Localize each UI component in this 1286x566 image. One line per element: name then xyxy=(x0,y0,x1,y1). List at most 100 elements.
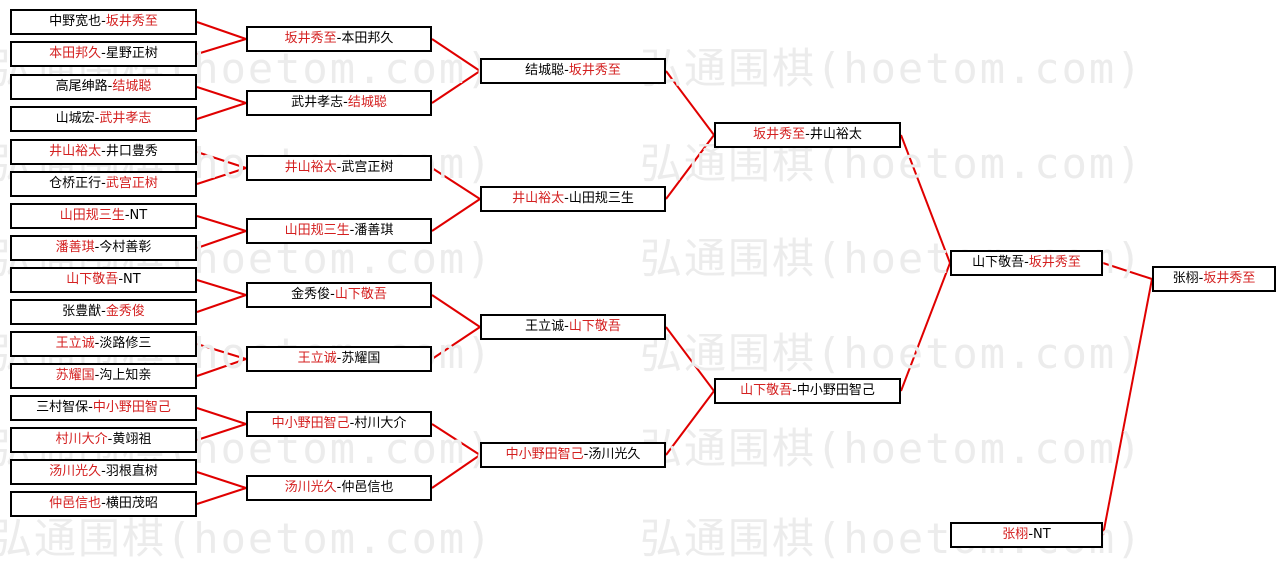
match-box: 山下敬吾-中小野田智己 xyxy=(714,378,901,404)
player-right: 武井孝志 xyxy=(99,111,152,126)
player-left: 王立诚 xyxy=(297,351,337,366)
player-left: 山田规三生 xyxy=(284,223,350,238)
player-right: 星野正树 xyxy=(105,46,158,61)
player-left: 张豊猷 xyxy=(62,304,102,319)
player-left: 山城宏 xyxy=(55,111,95,126)
player-right: 黄翊祖 xyxy=(112,432,152,447)
player-left: 仲邑信也 xyxy=(49,496,102,511)
bracket-connector xyxy=(665,326,715,392)
player-right: 武宫正树 xyxy=(105,176,158,191)
match-box: 坂井秀至-本田邦久 xyxy=(246,26,432,52)
match-box: 仓桥正行-武宫正树 xyxy=(10,171,197,197)
bracket-connector xyxy=(196,21,247,40)
player-right: 淡路修三 xyxy=(99,336,152,351)
player-right: 山田规三生 xyxy=(568,191,634,206)
bracket-connector xyxy=(196,151,247,169)
match-box: 井山裕太-山田规三生 xyxy=(480,186,666,212)
match-box: 张豊猷-金秀俊 xyxy=(10,299,197,325)
player-left: 井山裕太 xyxy=(49,144,102,159)
player-right: 今村善彰 xyxy=(99,240,152,255)
bracket-connector xyxy=(431,70,481,104)
player-right: 坂井秀至 xyxy=(105,14,158,29)
bracket-connector xyxy=(196,215,247,232)
player-left: 山田规三生 xyxy=(59,208,125,223)
player-left: 三村智保 xyxy=(36,400,89,415)
match-box: 高尾绅路-结城聪 xyxy=(10,74,197,100)
bracket-connector xyxy=(196,487,247,505)
player-right: 井山裕太 xyxy=(809,127,862,142)
player-left: 苏耀国 xyxy=(55,368,95,383)
bracket-connector xyxy=(1102,262,1153,280)
player-right: 苏耀国 xyxy=(341,351,381,366)
player-right: 本田邦久 xyxy=(341,31,394,46)
player-left: 中小野田智己 xyxy=(271,416,350,431)
bracket-connector xyxy=(196,279,247,296)
match-box: 王立诚-淡路修三 xyxy=(10,331,197,357)
player-left: 王立诚 xyxy=(525,319,565,334)
player-right: 结城聪 xyxy=(112,79,152,94)
player-left: 井山裕太 xyxy=(284,160,337,175)
player-right: 武宫正树 xyxy=(341,160,394,175)
player-right: 村川大介 xyxy=(354,416,407,431)
bracket-connector xyxy=(900,262,951,392)
player-right: 中小野田智己 xyxy=(92,400,171,415)
match-box: 三村智保-中小野田智己 xyxy=(10,395,197,421)
bracket-connector xyxy=(431,167,481,200)
player-right: 沟上知亲 xyxy=(99,368,152,383)
player-right: 横田茂昭 xyxy=(105,496,158,511)
player-left: 汤川光久 xyxy=(284,480,337,495)
player-right: 羽根直树 xyxy=(105,464,158,479)
bracket-connector xyxy=(196,358,247,377)
player-right: NT xyxy=(129,208,148,223)
player-right: 结城聪 xyxy=(347,95,387,110)
bye-match-box: 张栩-NT xyxy=(950,522,1103,548)
bracket-connector xyxy=(431,326,481,360)
player-left: 仓桥正行 xyxy=(49,176,102,191)
player-left: 张栩 xyxy=(1172,271,1199,286)
player-left: 山下敬吾 xyxy=(972,255,1025,270)
player-left: 金秀俊 xyxy=(291,287,331,302)
bracket-connector xyxy=(196,471,247,489)
match-box: 本田邦久-星野正树 xyxy=(10,41,197,67)
player-left: 汤川光久 xyxy=(49,464,102,479)
match-box: 山田规三生-潘善琪 xyxy=(246,218,432,244)
bracket-connector xyxy=(196,294,247,313)
player-right: 山下敬吾 xyxy=(568,319,621,334)
player-right: 坂井秀至 xyxy=(1203,271,1256,286)
bracket-connector xyxy=(665,134,715,200)
player-left: 山下敬吾 xyxy=(740,383,793,398)
player-left: 井山裕太 xyxy=(512,191,565,206)
player-right: NT xyxy=(123,272,141,287)
player-left: 本田邦久 xyxy=(49,46,102,61)
player-left: 王立诚 xyxy=(55,336,95,351)
match-box: 金秀俊-山下敬吾 xyxy=(246,282,432,308)
player-right: 中小野田智己 xyxy=(796,383,875,398)
player-right: 坂井秀至 xyxy=(1028,255,1081,270)
bracket-connector xyxy=(196,230,247,249)
player-left: 坂井秀至 xyxy=(753,127,806,142)
match-box: 汤川光久-仲邑信也 xyxy=(246,475,432,501)
player-right: 井口豊秀 xyxy=(105,144,158,159)
match-box: 中小野田智己-村川大介 xyxy=(246,411,432,437)
bracket-connector xyxy=(431,423,481,456)
bracket-connector xyxy=(431,38,481,72)
bracket-connector xyxy=(665,390,715,456)
bracket-connector xyxy=(665,70,715,136)
bracket-connector xyxy=(196,167,247,185)
player-left: 山下敬吾 xyxy=(66,272,119,287)
match-box: 坂井秀至-井山裕太 xyxy=(714,122,901,148)
match-box: 井山裕太-武宫正树 xyxy=(246,155,432,181)
player-right: 山下敬吾 xyxy=(334,287,387,302)
match-box: 王立诚-苏耀国 xyxy=(246,346,432,372)
player-left: 坂井秀至 xyxy=(284,31,337,46)
bracket-connector xyxy=(431,198,481,232)
bracket-connector xyxy=(196,86,247,104)
match-box: 井山裕太-井口豊秀 xyxy=(10,139,197,165)
bracket-connector xyxy=(900,134,951,264)
player-right: NT xyxy=(1033,527,1051,542)
bracket-connector xyxy=(196,343,247,360)
match-box: 中野宽也-坂井秀至 xyxy=(10,9,197,35)
bracket-connector xyxy=(196,407,247,425)
player-right: 金秀俊 xyxy=(105,304,145,319)
bracket-connector xyxy=(196,423,247,441)
